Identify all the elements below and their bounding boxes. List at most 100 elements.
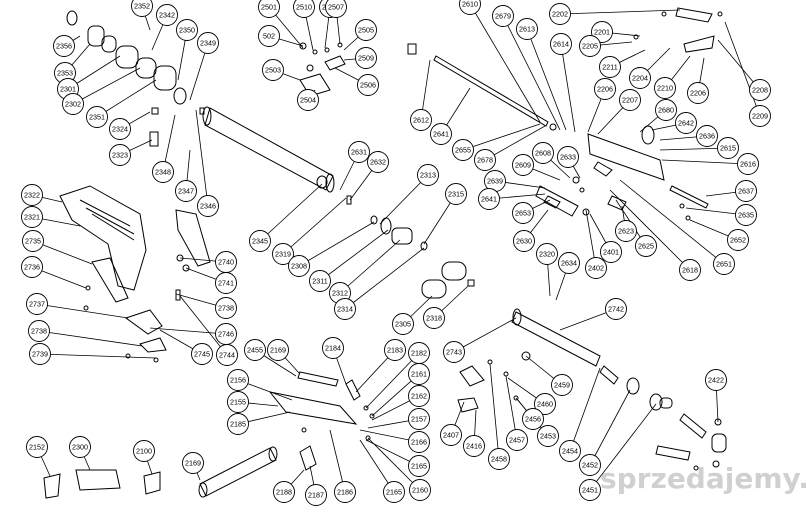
callout-number: 2313 <box>420 171 436 180</box>
callout-number: 2353 <box>57 69 73 78</box>
callout-number: 2351 <box>89 113 105 122</box>
leader-line <box>39 353 157 359</box>
callout-502: 502 <box>258 25 280 47</box>
callout-circle <box>348 141 370 163</box>
callout-number: 2737 <box>29 300 45 309</box>
callout-number: 2206 <box>597 85 613 94</box>
callout-number: 2207 <box>622 96 638 105</box>
callout-2505: 2505 <box>355 19 377 41</box>
callout-2211: 2211 <box>599 56 621 78</box>
callout-2201: 2201 <box>591 21 613 43</box>
callout-2162: 2162 <box>408 385 430 407</box>
leader-line <box>36 303 129 319</box>
callout-circle <box>594 78 616 100</box>
callout-2165: 2165 <box>383 481 405 503</box>
callout-circle <box>309 270 331 292</box>
callout-circle <box>585 257 607 279</box>
callout-number: 2456 <box>525 415 541 424</box>
leader-line <box>609 189 691 271</box>
callout-circle <box>133 440 155 462</box>
callout-circle <box>244 339 266 361</box>
callout-circle <box>579 35 601 57</box>
callout-2680: 2680 <box>655 99 677 121</box>
callout-number: 2157 <box>411 415 427 424</box>
callout-number: 2618 <box>682 266 698 275</box>
callout-number: 2324 <box>112 125 128 134</box>
callout-circle <box>293 0 315 18</box>
callout-circle <box>591 21 613 43</box>
callout-number: 2205 <box>582 42 598 51</box>
callout-number: 2738 <box>31 327 47 336</box>
callout-2305: 2305 <box>392 313 414 335</box>
callout-2187: 2187 <box>305 484 327 506</box>
callout-2161: 2161 <box>408 363 430 385</box>
callout-number: 2208 <box>752 86 768 95</box>
callout-number: 2350 <box>179 26 195 35</box>
callout-circle <box>675 112 697 134</box>
callout-2302: 2302 <box>62 93 84 115</box>
callout-2736: 2736 <box>21 256 43 278</box>
callout-circle <box>131 0 153 17</box>
leader-line <box>659 147 729 151</box>
callout-number: 2204 <box>632 74 648 83</box>
callout-2625: 2625 <box>635 235 657 257</box>
callout-2630: 2630 <box>513 230 535 252</box>
callout-circle <box>26 293 48 315</box>
callout-circle <box>579 479 601 501</box>
callout-circle <box>705 369 727 391</box>
callout-2610: 2610 <box>459 0 481 15</box>
callout-circle <box>227 391 249 413</box>
callout-2456: 2456 <box>522 408 544 430</box>
callout-number: 2166 <box>411 438 427 447</box>
leader-line <box>462 123 541 151</box>
callout-2637: 2637 <box>735 180 757 202</box>
part-trigger-housing <box>268 371 375 471</box>
callout-circle <box>197 195 219 217</box>
callout-2510: 2510 <box>293 0 315 18</box>
callout-circle <box>440 424 462 446</box>
callout-2455: 2455 <box>244 339 266 361</box>
callout-circle <box>22 230 44 252</box>
callout-number: 2741 <box>218 279 234 288</box>
callout-number: 2503 <box>265 66 281 75</box>
callout-circle <box>534 393 556 415</box>
callout-circle <box>109 118 131 140</box>
callout-circle <box>197 32 219 54</box>
leader-line <box>453 317 517 353</box>
callout-circle <box>258 0 280 18</box>
callout-number: 2314 <box>337 305 353 314</box>
callout-number: 2641 <box>481 195 497 204</box>
callout-circle <box>619 89 641 111</box>
callout-2741: 2741 <box>215 272 237 294</box>
callout-circle <box>215 297 237 319</box>
callout-circle <box>605 298 627 320</box>
callout-circle <box>558 252 580 274</box>
callout-2320: 2320 <box>536 243 558 265</box>
part-right-pins <box>582 185 709 221</box>
callout-number: 2632 <box>370 158 386 167</box>
callout-2458: 2458 <box>488 448 510 470</box>
callout-circle <box>735 204 757 226</box>
callout-circle <box>600 241 622 263</box>
callout-circle <box>474 149 496 171</box>
leader-line <box>72 67 141 105</box>
callout-2157: 2157 <box>408 408 430 430</box>
callout-circle <box>459 0 481 15</box>
callout-number: 2169 <box>185 459 201 468</box>
callout-circle <box>512 202 534 224</box>
callout-2459: 2459 <box>551 374 573 396</box>
callout-circle <box>532 142 554 164</box>
callout-2349: 2349 <box>197 32 219 54</box>
callout-2460: 2460 <box>534 393 556 415</box>
part-bottom-right-small <box>655 445 720 471</box>
callout-circle <box>557 146 579 168</box>
callout-2407: 2407 <box>440 424 462 446</box>
callout-circle <box>258 25 280 47</box>
callout-2745: 2745 <box>191 343 213 365</box>
callout-number: 2319 <box>275 250 291 259</box>
callout-2169: 2169 <box>182 452 204 474</box>
callout-number: 2169 <box>270 346 286 355</box>
callout-circle <box>735 180 757 202</box>
callout-circle <box>86 106 108 128</box>
callout-circle <box>408 408 430 430</box>
